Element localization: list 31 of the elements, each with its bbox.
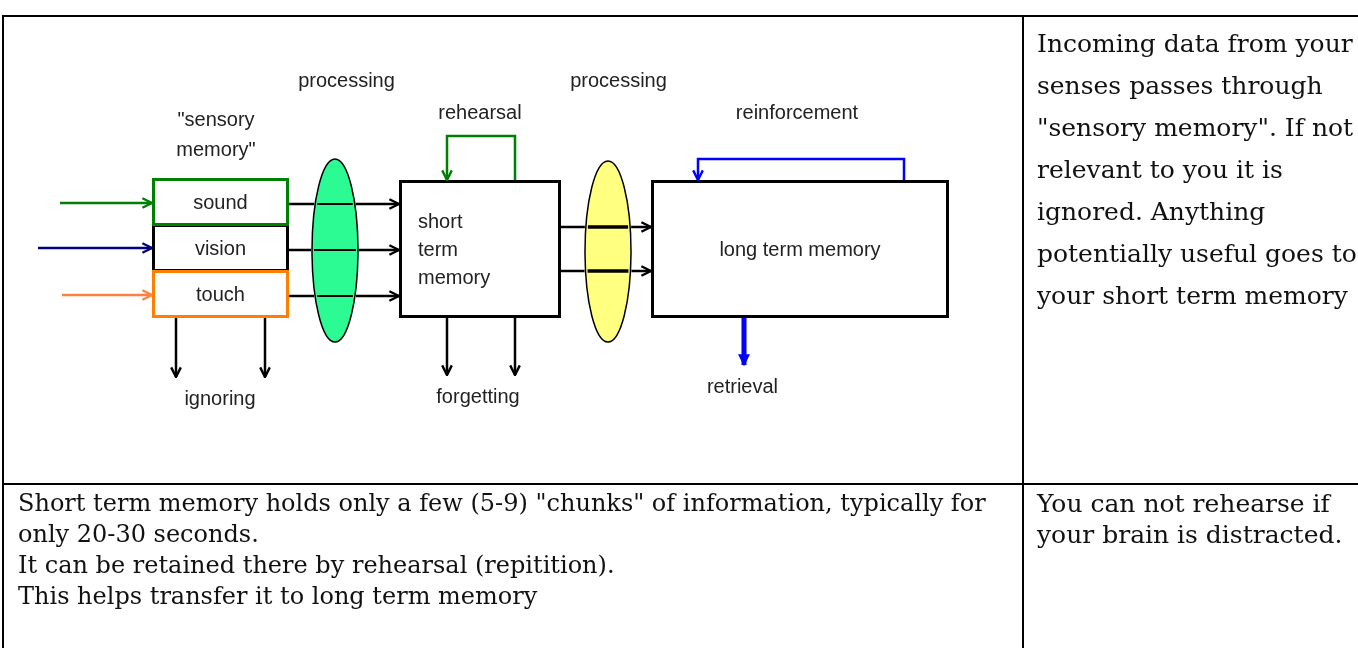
arrow (509, 318, 521, 377)
output-label: ignoring (165, 383, 275, 413)
process-caption: processing (569, 68, 668, 93)
note-text: Incoming data from your senses passes through "sensory memory". If not relevant to you it is ignored. Anything potentially useful goes to your short term memory (1037, 28, 1358, 312)
arrow (38, 242, 154, 254)
memory-box: long term memory (651, 180, 949, 318)
memory-box: touch (152, 270, 289, 318)
arrow (359, 244, 401, 256)
arrow (355, 290, 401, 302)
process-caption: processing (297, 68, 396, 93)
memory-box: sound (152, 178, 289, 226)
arrow (441, 134, 517, 182)
arrow (60, 197, 154, 209)
note-text: You can not rehearse if your brain is distracted. (1037, 488, 1344, 550)
memory-box: vision (152, 224, 289, 272)
note-text: Short term memory holds only a few (5-9) "chunks" of information, typically for only 20-30 seconds. (18, 488, 987, 550)
arrow (170, 318, 182, 379)
arrow (692, 157, 906, 182)
output-label: retrieval (690, 371, 795, 401)
arrow (738, 318, 750, 367)
group-heading: "sensory memory" (175, 107, 257, 162)
arrow (631, 221, 653, 233)
arrow (355, 198, 401, 210)
arrow (631, 265, 653, 277)
note-text: This helps transfer it to long term memory (18, 581, 539, 612)
output-label: forgetting (418, 381, 538, 411)
note-text: It can be retained there by rehearsal (repitition). (18, 550, 616, 581)
arrow (259, 318, 271, 379)
arrow (62, 289, 154, 301)
arrow (441, 318, 453, 377)
memory-box: short term memory (399, 180, 561, 318)
